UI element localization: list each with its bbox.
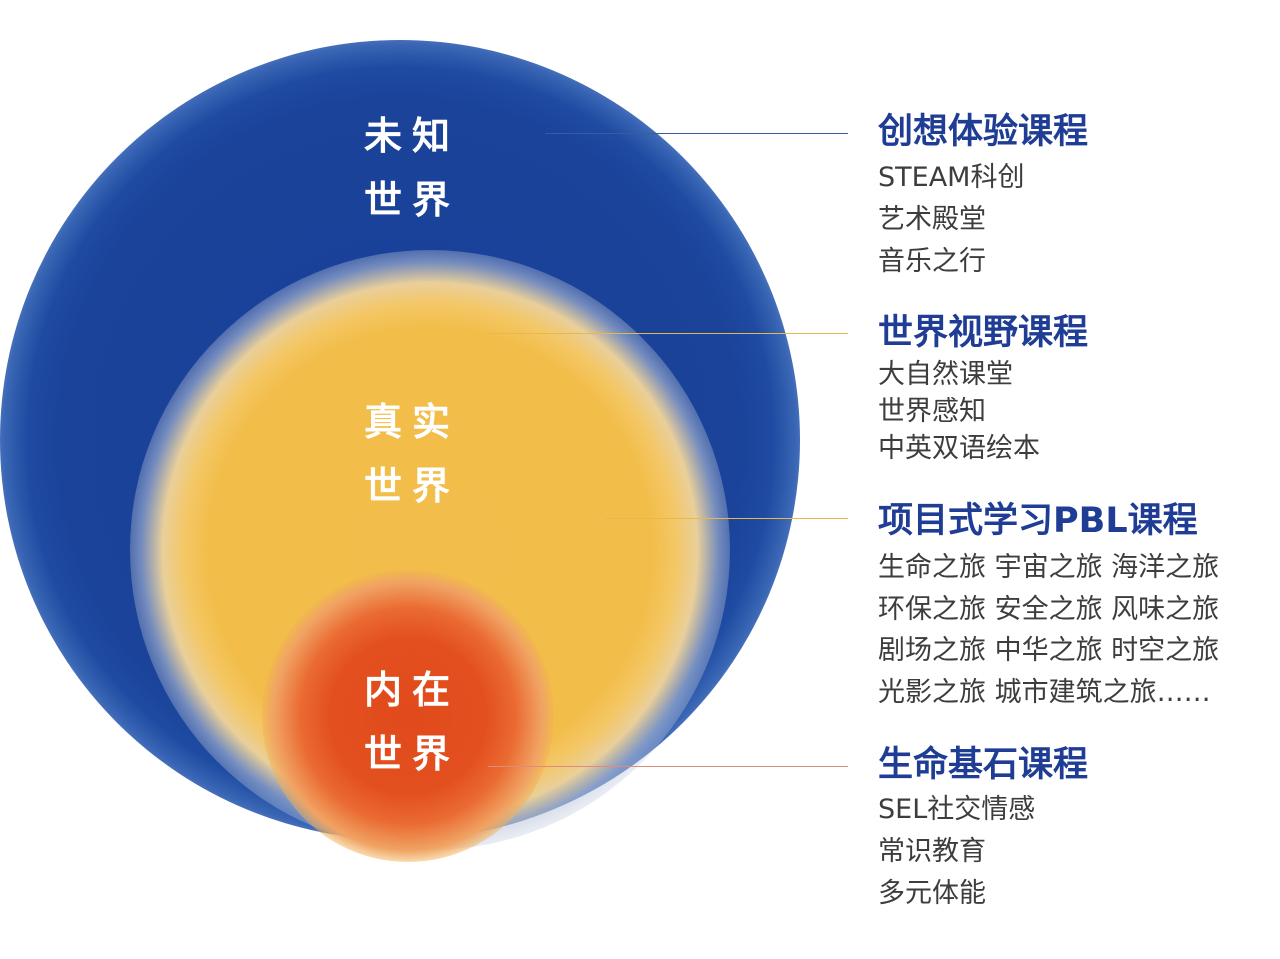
unknown-world-label-line-1: 未知 bbox=[363, 114, 460, 158]
inner-world-label: 内在 世界 bbox=[342, 658, 482, 786]
connector-line-world-vision bbox=[488, 333, 848, 334]
real-world-label-line-2: 世界 bbox=[363, 464, 460, 508]
course-item: 世界感知 bbox=[878, 396, 986, 427]
course-title-life-foundation: 生命基石课程 bbox=[878, 745, 1089, 785]
course-item: 光影之旅 城市建筑之旅…… bbox=[878, 676, 1211, 708]
course-title-pbl: 项目式学习PBL课程 bbox=[878, 501, 1198, 541]
course-list-creative: STEAM科创 艺术殿堂 音乐之行 bbox=[878, 157, 1024, 283]
course-item: 大自然课堂 bbox=[878, 359, 1013, 390]
course-item: 剧场之旅 中华之旅 时空之旅 bbox=[878, 635, 1220, 666]
course-title-world-vision: 世界视野课程 bbox=[878, 313, 1089, 353]
course-item: 常识教育 bbox=[878, 836, 986, 867]
inner-world-label-line-1: 内在 bbox=[363, 668, 460, 712]
inner-world-label-line-2: 世界 bbox=[363, 732, 460, 776]
real-world-label: 真实 世界 bbox=[342, 390, 482, 518]
connector-line-creative bbox=[545, 133, 848, 134]
course-item: STEAM科创 bbox=[878, 162, 1025, 193]
course-list-life-foundation: SEL社交情感 常识教育 多元体能 bbox=[878, 789, 1035, 915]
course-list-pbl: 生命之旅 宇宙之旅 海洋之旅 环保之旅 安全之旅 风味之旅 剧场之旅 中华之旅 … bbox=[878, 547, 1219, 713]
real-world-label-line-1: 真实 bbox=[363, 400, 460, 444]
course-item: 多元体能 bbox=[878, 878, 986, 909]
course-item: SEL社交情感 bbox=[878, 794, 1036, 825]
course-title-creative: 创想体验课程 bbox=[878, 112, 1089, 152]
course-item: 中英双语绘本 bbox=[878, 433, 1040, 464]
course-item: 音乐之行 bbox=[878, 246, 986, 277]
connector-line-life-foundation bbox=[488, 766, 848, 767]
connector-line-pbl bbox=[605, 518, 848, 519]
course-item: 生命之旅 宇宙之旅 海洋之旅 bbox=[878, 552, 1220, 583]
course-item: 艺术殿堂 bbox=[878, 204, 986, 235]
unknown-world-label-line-2: 世界 bbox=[363, 178, 460, 222]
inner-world-circle bbox=[262, 570, 554, 862]
unknown-world-label: 未知 世界 bbox=[342, 104, 482, 232]
course-list-world-vision: 大自然课堂 世界感知 中英双语绘本 bbox=[878, 356, 1040, 467]
course-item: 环保之旅 安全之旅 风味之旅 bbox=[878, 593, 1220, 625]
